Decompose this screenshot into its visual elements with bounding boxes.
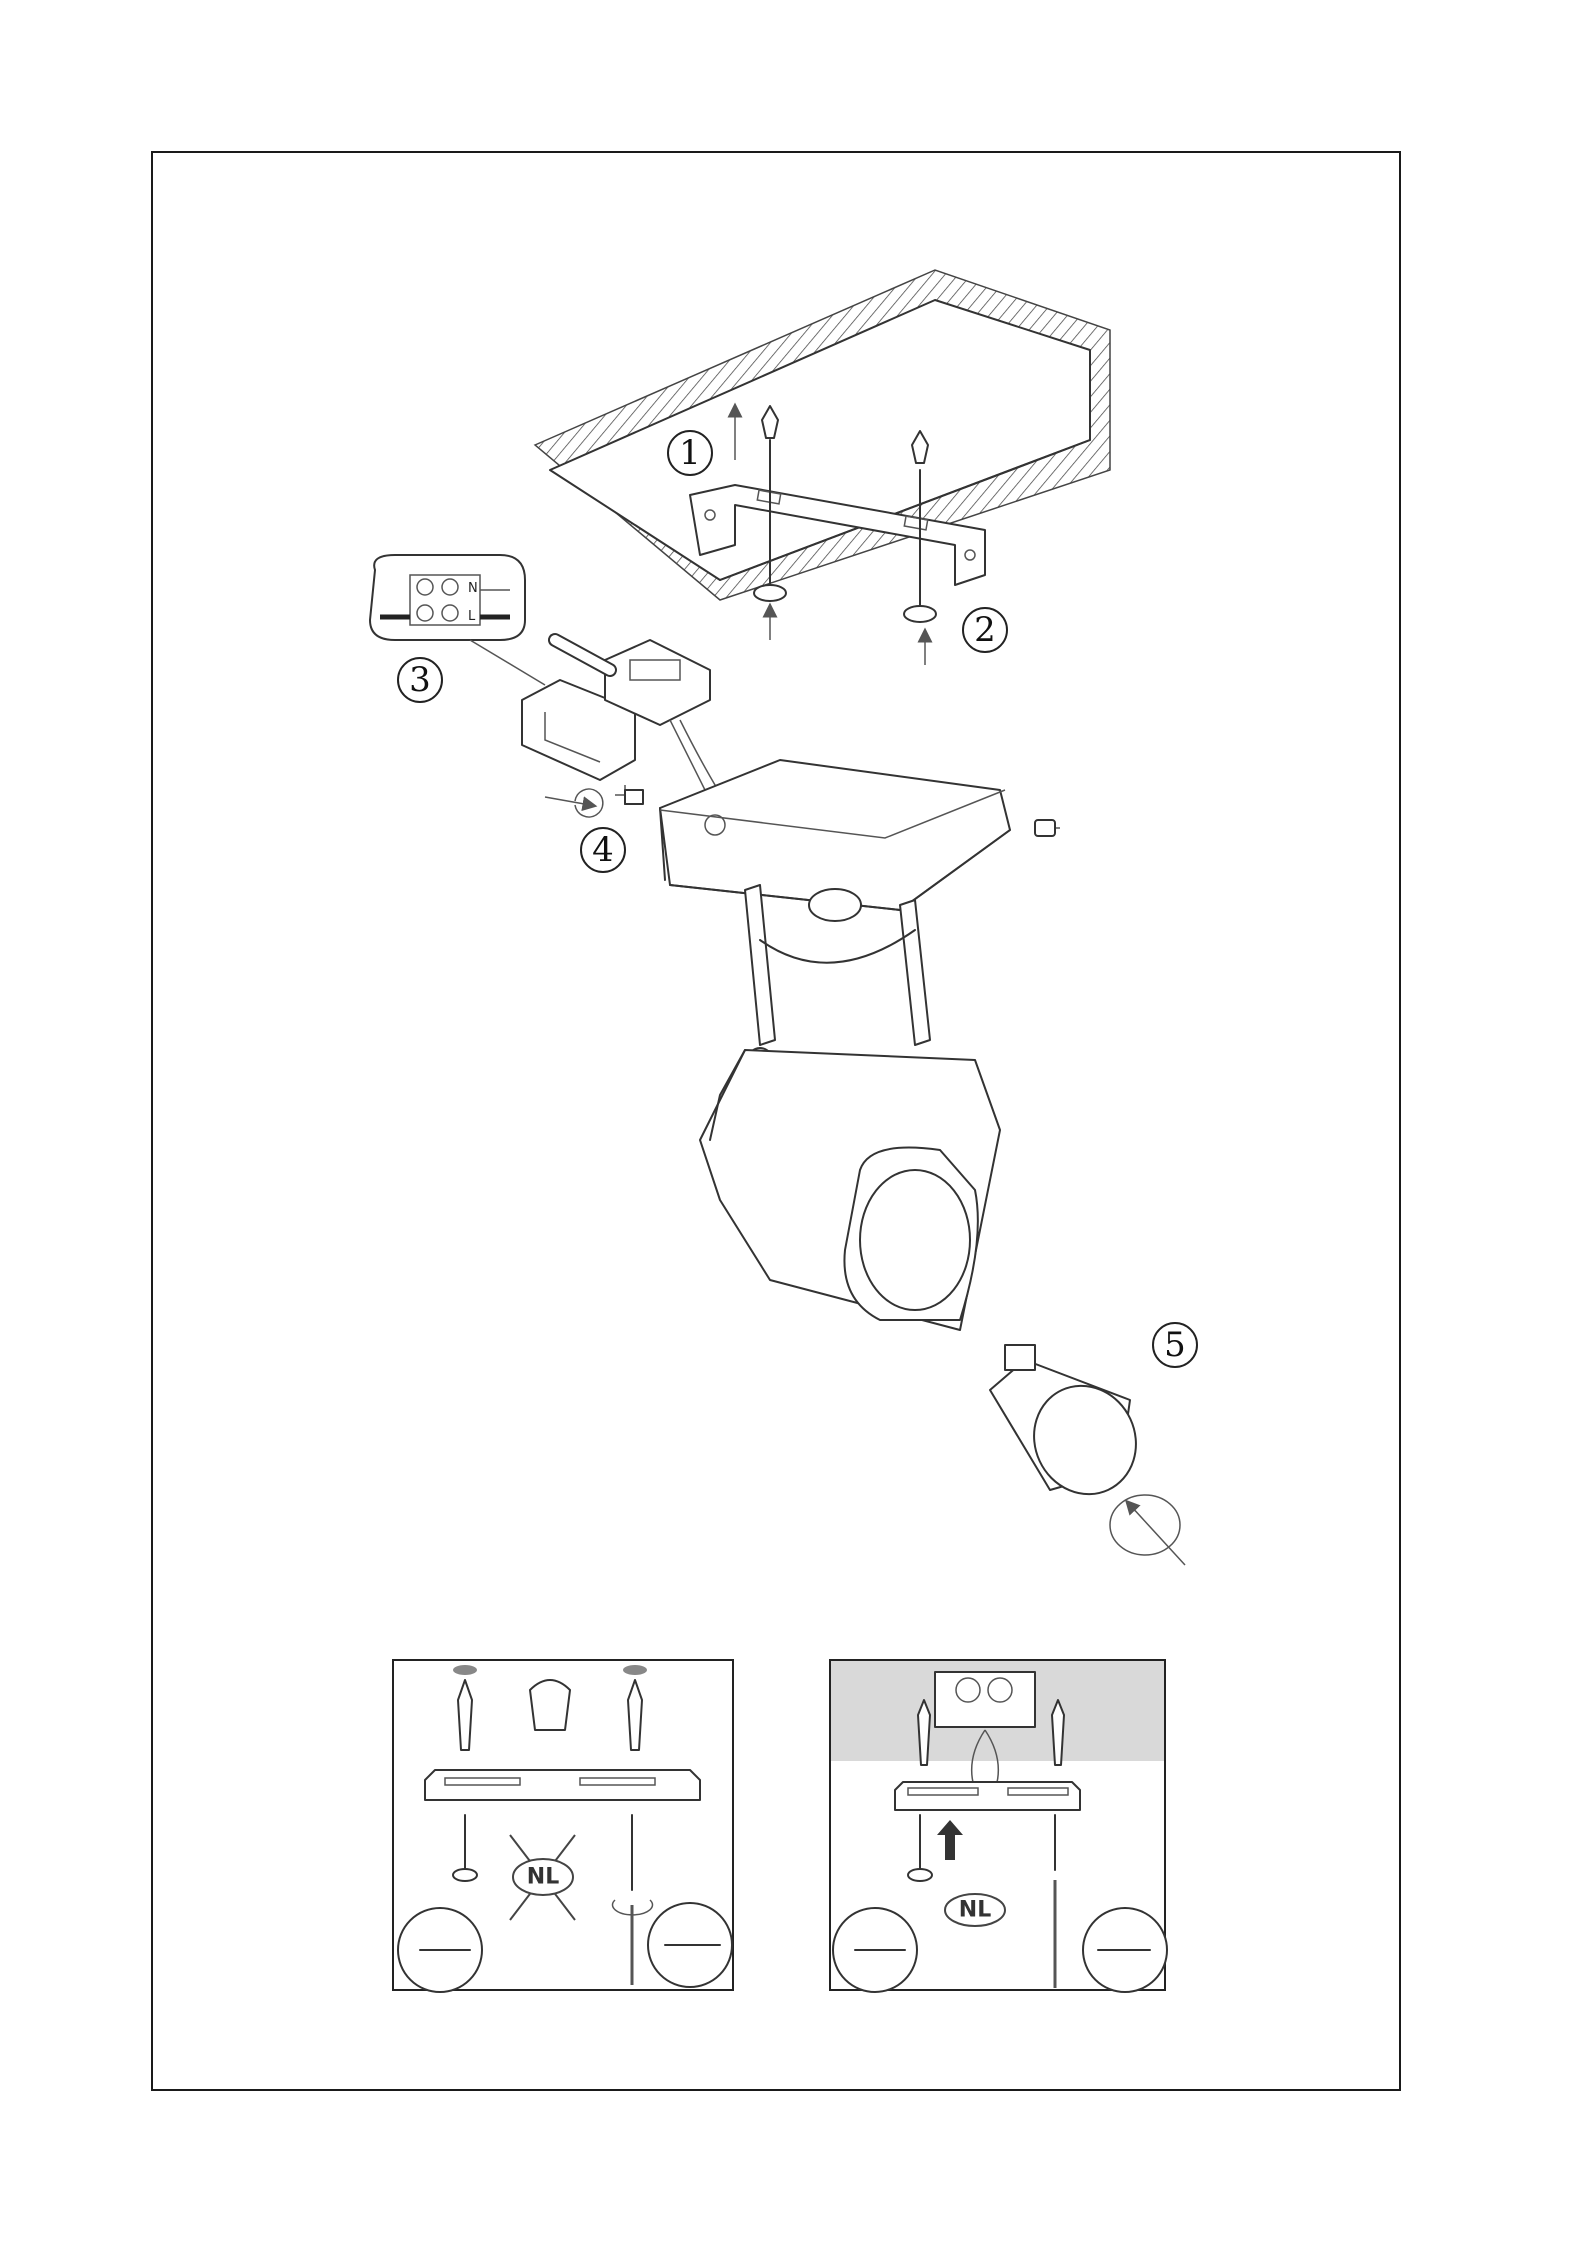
detail-panel-left: NL [393,1660,733,1992]
lamp-base-box [660,760,1010,910]
svg-text:1: 1 [679,433,701,473]
gu10-bulb [990,1345,1154,1511]
step-number-5: 5 [1153,1323,1197,1367]
terminal-callout: N L [370,555,545,685]
terminal-live-label: L [468,609,476,624]
step-number-2: 2 [963,608,1007,652]
lamp-yoke [745,885,930,1072]
ceiling-plate [535,270,1110,600]
nl-badge-right: NL [959,1898,991,1923]
terminal-neutral-label: N [468,581,478,596]
step-number-1: 1 [668,431,712,475]
detail-panel-right: NL [830,1660,1167,1992]
svg-text:2: 2 [974,610,996,650]
rotate-icon [1110,1495,1185,1565]
svg-text:5: 5 [1164,1325,1186,1365]
lamp-head [700,1050,1000,1330]
svg-text:3: 3 [409,660,431,700]
rotate-icon [545,789,603,817]
nl-badge-left: NL [527,1865,559,1890]
svg-text:4: 4 [592,830,614,870]
step-number-3: 3 [398,658,442,702]
step-number-4: 4 [581,828,625,872]
